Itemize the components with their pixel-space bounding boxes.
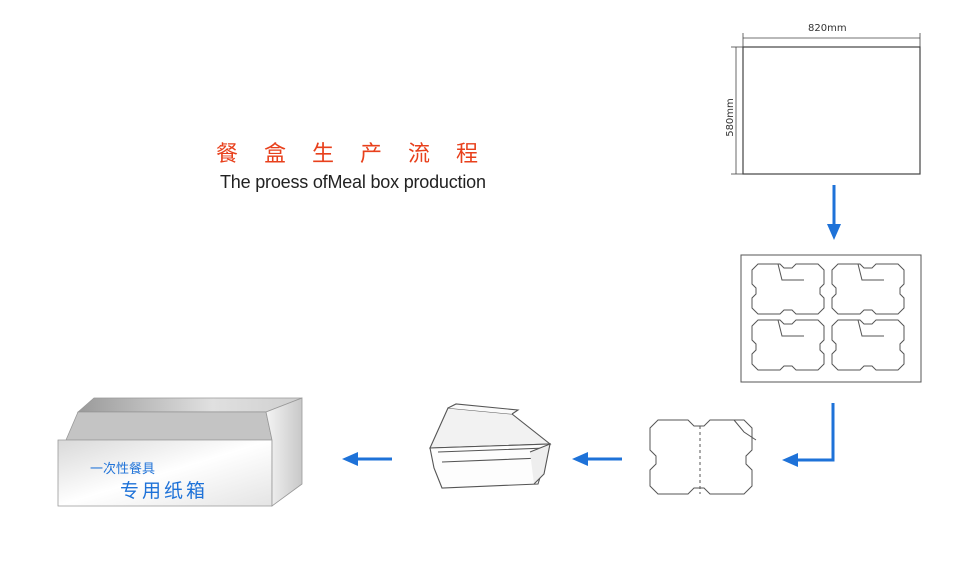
carton-label-line-1: 一次性餐具 bbox=[90, 462, 156, 477]
tray-cavity bbox=[831, 319, 905, 371]
flat-sheet bbox=[731, 33, 921, 175]
title-chinese: 餐盒生产流程 bbox=[216, 142, 505, 167]
arrow-left-3 bbox=[572, 452, 622, 466]
tray-cavity bbox=[751, 263, 825, 315]
tray-cavity bbox=[831, 263, 905, 315]
folded-meal-box bbox=[429, 403, 552, 489]
sheet-width-label: 820mm bbox=[808, 23, 847, 34]
cut-blank bbox=[649, 419, 757, 495]
arrow-corner-2 bbox=[782, 403, 835, 467]
carton-label-line-2: 专用纸箱 bbox=[120, 480, 209, 502]
arrow-down-1 bbox=[827, 185, 841, 240]
tray-cavity bbox=[751, 319, 825, 371]
title-english: The proess ofMeal box production bbox=[220, 172, 486, 192]
formed-tray-sheet bbox=[740, 254, 922, 383]
arrow-left-4 bbox=[342, 452, 392, 466]
packing-carton bbox=[57, 397, 303, 507]
sheet-height-label: 580mm bbox=[724, 98, 736, 137]
